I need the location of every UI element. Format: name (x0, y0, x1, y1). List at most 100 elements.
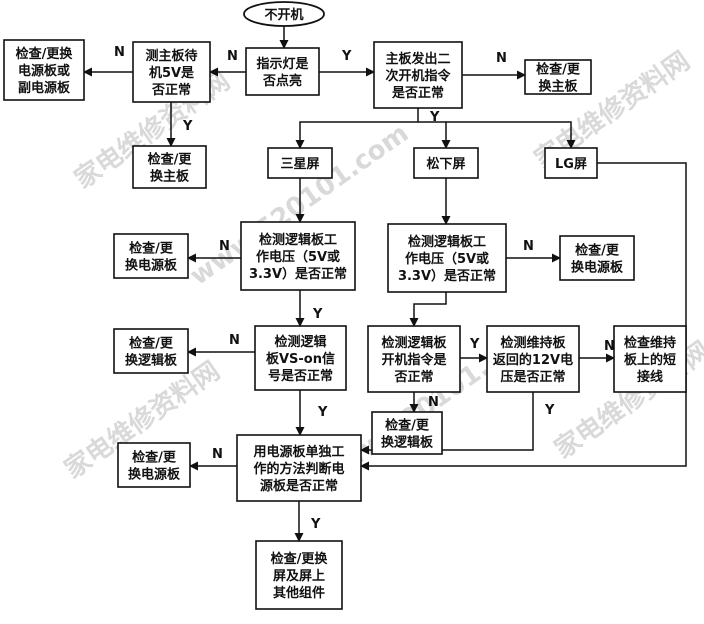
node-label: 测主板待 (145, 48, 197, 64)
node-label: 屏及屏上 (273, 569, 325, 584)
node-label: 检查/更 (148, 152, 193, 168)
edge-label-no: N (114, 45, 125, 60)
node-label: 是否正常 (391, 85, 444, 101)
node-label: 其他组件 (273, 585, 325, 601)
node-label: 3.3V）是否正常 (249, 266, 347, 282)
flow-arrow (418, 121, 451, 149)
node-label: 用电源板单独工 (252, 444, 344, 460)
node-box (367, 325, 461, 393)
node-label: 检测逻辑板工 (408, 234, 486, 250)
edge-label-yes: Y (341, 49, 352, 64)
node-label: 作电压（5V或 (256, 249, 340, 265)
node-box (371, 411, 443, 455)
node-box (117, 442, 191, 488)
edge-label-yes: Y (310, 517, 321, 532)
node-box (486, 325, 580, 393)
node-box (413, 147, 479, 179)
node-box (113, 233, 189, 279)
node-label: 主板发出二 (385, 51, 450, 67)
node-label: 否点亮 (262, 73, 302, 89)
node-label: 号是否正常 (268, 368, 333, 384)
edge-label-no: N (496, 51, 507, 66)
node-label: 返回的12V电 (493, 352, 573, 368)
node-box (613, 325, 687, 393)
node-label: 检测逻辑 (274, 334, 326, 350)
node-box (559, 235, 635, 281)
node-label: 3.3V）是否正常 (398, 268, 496, 284)
edge-label-yes: Y (429, 110, 440, 125)
node-label: 换逻辑板 (381, 435, 434, 451)
node-label: 压是否正常 (500, 369, 565, 385)
node-panasonic: 松下屏 (413, 147, 479, 179)
node-samsung: 三星屏 (267, 147, 333, 179)
node-label: 接线 (637, 369, 663, 385)
node-box (113, 328, 189, 374)
node-label: 松下屏 (426, 156, 465, 172)
node-label: 否正常 (393, 369, 433, 385)
node-box (240, 221, 356, 291)
start-label: 不开机 (264, 7, 303, 23)
flow-arrow (295, 108, 419, 149)
node-label: 源板是否正常 (260, 478, 338, 494)
node-box (544, 147, 598, 179)
node-label: 副电源板 (18, 80, 71, 96)
node-label: 检测逻辑板工 (259, 232, 337, 248)
edge-label-no: N (523, 239, 534, 254)
node-label: 检查/更 (575, 243, 620, 259)
node-box (373, 41, 463, 109)
flow-arrow (409, 292, 447, 327)
flow-arrow (360, 162, 687, 471)
node-box (254, 325, 347, 391)
node-label: LG屏 (555, 157, 587, 172)
edge-layer (83, 26, 687, 542)
edge-label-yes: Y (312, 307, 323, 322)
node-label: 检测维持板 (500, 335, 566, 351)
node-label: 换逻辑板 (125, 353, 178, 369)
node-label: 指示灯是 (256, 56, 309, 72)
node-box (255, 540, 343, 610)
node-label: 换电源板 (125, 258, 178, 274)
start-node: 不开机 (243, 1, 325, 27)
node-label: 检查维持 (624, 335, 676, 351)
node-label: 开机指令是 (381, 352, 447, 368)
edge-label-no: N (229, 333, 240, 348)
node-box (524, 59, 592, 95)
node-label: 检测逻辑板 (381, 335, 447, 351)
edge-label-no: N (604, 339, 615, 354)
node-label: 换电源板 (128, 467, 181, 483)
node-label: 检查/更 (536, 62, 581, 78)
start-ellipse (243, 1, 325, 27)
node-label: 作的方法判断电 (253, 461, 344, 477)
edge-label-yes: Y (469, 337, 480, 352)
node-label: 机5V是 (149, 65, 195, 81)
node-label: 否正常 (151, 82, 191, 98)
edge-label-yes: Y (544, 403, 555, 418)
node-label: 板上的短 (624, 352, 676, 368)
node-label: 换主板 (538, 79, 578, 95)
node-box (387, 223, 507, 293)
node-label: 检查/更 (129, 241, 174, 257)
node-label: 检查/更换 (271, 551, 329, 567)
edge-label-no: N (227, 49, 238, 64)
edge-label-yes: Y (317, 405, 328, 420)
node-label: 检查/更 (129, 336, 174, 352)
node-label: 检查/更 (385, 418, 430, 434)
node-box (3, 39, 85, 101)
edge-label-no: N (428, 395, 439, 410)
edge-label-no: N (219, 239, 230, 254)
